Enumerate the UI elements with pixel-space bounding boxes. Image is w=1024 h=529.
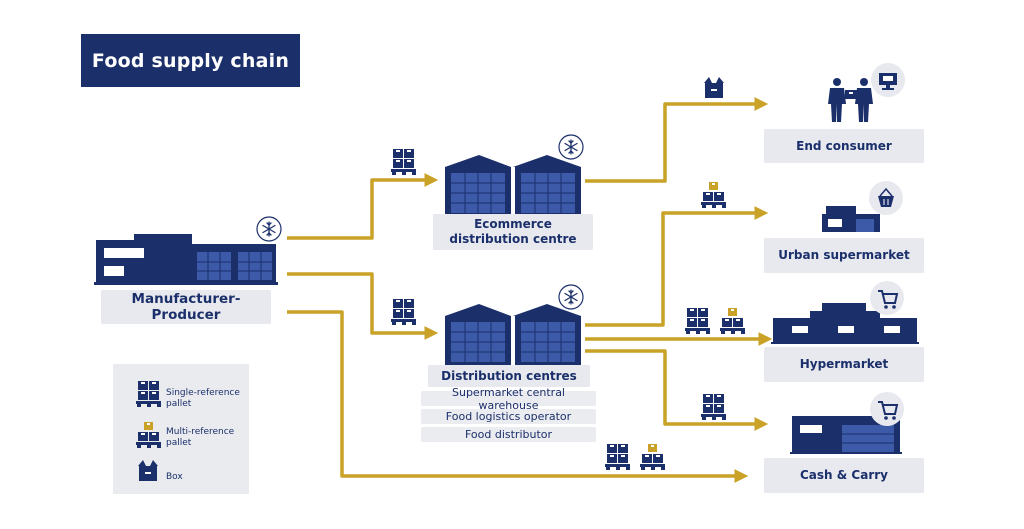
legend-multi-label: Multi-reference pallet xyxy=(166,427,234,449)
legend-box-label: Box xyxy=(166,472,183,482)
arrow-distribution-to-cashcarry xyxy=(585,349,769,431)
basket-icon xyxy=(869,181,903,215)
arrow-distribution-to-urban xyxy=(585,206,769,327)
multi-pallet-icon xyxy=(720,308,745,334)
arrow-manufacturer-to-ecommerce xyxy=(287,173,439,240)
legend-multi-line1: Multi-reference xyxy=(166,427,235,437)
pallet-icon xyxy=(685,308,710,334)
legend-multi-line2: pallet xyxy=(166,438,192,448)
urban-supermarket-building xyxy=(822,206,880,232)
distribution-label: Distribution centres xyxy=(428,365,590,387)
pallet-icon xyxy=(391,149,416,175)
distribution-sub-item: Food distributor xyxy=(421,427,596,442)
manufacturer-building xyxy=(94,234,278,285)
box-icon xyxy=(138,460,158,481)
ecommerce-warehouse xyxy=(442,154,584,221)
multi-pallet-icon xyxy=(136,422,161,448)
pallet-icon xyxy=(701,394,726,420)
shop-screen-icon xyxy=(871,63,905,97)
box-icon xyxy=(704,77,724,98)
cash-carry-label: Cash & Carry xyxy=(764,458,924,493)
legend: Single-reference pallet Multi-reference … xyxy=(113,364,249,494)
legend-single-label: Single-reference pallet xyxy=(166,388,240,410)
arrow-manufacturer-to-cashcarry xyxy=(287,310,749,483)
cart-icon xyxy=(870,281,904,315)
distribution-sub-item: Food logistics operator xyxy=(421,409,596,424)
distribution-warehouse xyxy=(442,303,584,370)
urban-supermarket-label: Urban supermarket xyxy=(764,238,924,273)
arrow-ecommerce-to-consumer xyxy=(585,97,769,183)
pallet-icon xyxy=(605,444,630,470)
distribution-sub-item: Supermarket central warehouse xyxy=(421,386,596,412)
snowflake-icon xyxy=(256,216,282,242)
pallet-icon xyxy=(136,381,161,407)
ecommerce-label-line1: Ecommerce xyxy=(474,217,552,231)
end-consumer-label: End consumer xyxy=(764,129,924,163)
snowflake-icon xyxy=(558,134,584,160)
pallet-icon xyxy=(391,299,416,325)
ecommerce-label-line2: distribution centre xyxy=(449,232,577,246)
hypermarket-label: Hypermarket xyxy=(764,347,924,382)
arrow-manufacturer-to-distribution xyxy=(287,272,439,340)
multi-pallet-icon xyxy=(640,444,665,470)
hypermarket-building xyxy=(771,303,919,344)
end-consumer-figure xyxy=(828,78,873,122)
multi-pallet-icon xyxy=(701,182,726,208)
manufacturer-label: Manufacturer-Producer xyxy=(101,290,271,324)
legend-single-line1: Single-reference xyxy=(166,388,240,398)
ecommerce-label: Ecommerce distribution centre xyxy=(433,214,593,250)
legend-single-line2: pallet xyxy=(166,399,192,409)
snowflake-icon xyxy=(558,284,584,310)
cart-icon xyxy=(870,392,904,426)
page-title: Food supply chain xyxy=(81,34,300,87)
